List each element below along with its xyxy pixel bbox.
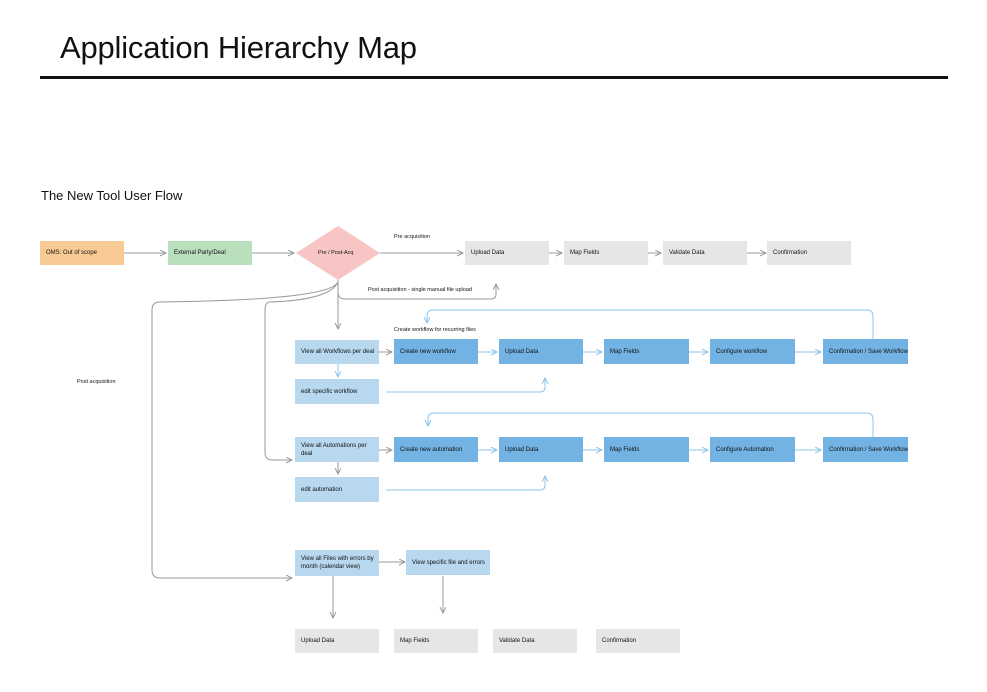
edit-automation-node: edit automation: [295, 477, 379, 502]
pre-upload-node: Upload Data: [465, 241, 549, 265]
au-confirm-node: Confirmation / Save Workflow: [823, 437, 908, 462]
title-divider: [40, 76, 948, 79]
post-acquisition-label: Post acquisition: [77, 379, 116, 385]
pre-confirm-node: Confirmation: [767, 241, 851, 265]
au-map-node: Map Fields: [604, 437, 689, 462]
view-automations-node: View all Automations per deal: [295, 437, 379, 462]
bottom-confirm-node: Confirmation: [596, 629, 680, 653]
post-acq-single-label: Post acquisition - single manual file up…: [368, 287, 472, 293]
section-title: The New Tool User Flow: [41, 188, 183, 203]
edit-workflow-node: edit specific workflow: [295, 379, 379, 404]
pre-map-node: Map Fields: [564, 241, 648, 265]
pre-acquisition-label: Pre acquisition: [394, 234, 431, 240]
decision-diamond: [296, 226, 380, 280]
pre-validate-node: Validate Data: [663, 241, 747, 265]
wf-map-node: Map Fields: [604, 339, 689, 364]
view-specific-file-node: View specific file and errors: [406, 550, 490, 575]
view-workflows-node: View all Workflows per deal: [295, 340, 379, 364]
au-configure-node: Configure Automation: [710, 437, 795, 462]
decision-label: Pre / Post-Acq: [318, 250, 354, 256]
create-recurring-label: Create workflow for recurring files: [394, 327, 476, 333]
bottom-validate-node: Validate Data: [493, 629, 577, 653]
wf-confirm-node: Confirmation / Save Workflow: [823, 339, 908, 364]
view-files-node: View all Files with errors by month (cal…: [295, 550, 379, 576]
bottom-map-node: Map Fields: [394, 629, 478, 653]
bottom-upload-node: Upload Data: [295, 629, 379, 653]
wf-upload-node: Upload Data: [499, 339, 583, 364]
au-upload-node: Upload Data: [499, 437, 583, 462]
wf-configure-node: Configure workflow: [710, 339, 795, 364]
page-title: Application Hierarchy Map: [60, 30, 417, 65]
external-party-node: External Party/Deal: [168, 241, 252, 265]
out-of-scope-node: OMS: Out of scope: [40, 241, 124, 265]
create-workflow-node: Create new workflow: [394, 339, 478, 364]
create-automation-node: Create new automation: [394, 437, 478, 462]
